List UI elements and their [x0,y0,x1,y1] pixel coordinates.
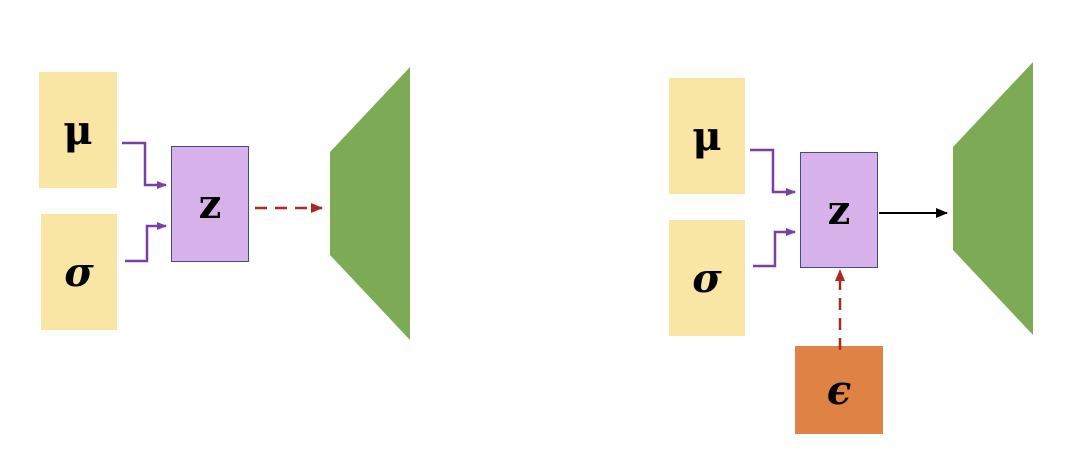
left-z-label: z [171,146,249,262]
left-sigma-box-bg [41,214,117,330]
right-epsilon-box-bg [795,346,883,434]
right-mu-connector [750,148,796,196]
left-mu-connector [122,141,167,189]
right-mu-box-bg [669,78,745,194]
right-mu-label: μ [692,112,722,160]
right-sigma-connector [753,228,796,268]
right-z-label: z [800,152,878,268]
right-sigma-label: σ [692,254,722,302]
left-mu-box-bg [39,72,117,188]
right-epsilon-label: ϵ [826,366,852,414]
left-z-box-bg [171,146,249,262]
left-mu-label: μ [63,106,93,154]
right-decoder-trapezoid [953,62,1033,335]
right-sigma-box-bg [669,220,745,336]
left-decoder-trapezoid [330,67,410,340]
right-z-box-bg [800,152,878,268]
left-sigma-label: σ [64,248,94,296]
left-sigma-connector [125,222,167,263]
